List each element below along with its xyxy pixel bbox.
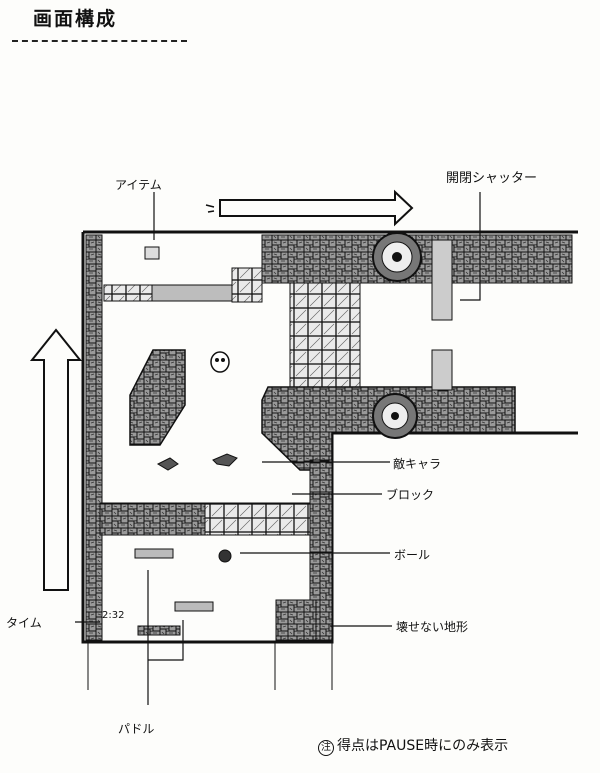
indestructible-terrain xyxy=(275,599,317,641)
label-indestructible-terrain: 壊せない地形 xyxy=(396,620,469,634)
title-underline xyxy=(12,40,187,42)
footnote-text: 得点はPAUSE時にのみ表示 xyxy=(337,738,509,754)
gear-icon xyxy=(372,232,422,439)
label-paddle: パドル xyxy=(118,722,155,736)
item-icon xyxy=(144,246,160,260)
paddle xyxy=(134,548,174,559)
label-block: ブロック xyxy=(386,488,435,502)
footnote: 注得点はPAUSE時にのみ表示 xyxy=(318,735,508,756)
leader-lines xyxy=(75,192,481,705)
note-mark: 注 xyxy=(318,740,334,756)
paddle xyxy=(137,625,181,636)
ball-icon xyxy=(218,549,232,563)
arrow-right-icon xyxy=(219,189,414,227)
label-ball: ボール xyxy=(394,548,431,562)
diagonal-wall xyxy=(129,349,186,446)
block-row xyxy=(204,502,311,536)
paddle xyxy=(174,601,214,612)
right-wall xyxy=(309,459,333,641)
label-shutter: 開閉シャッター xyxy=(446,171,538,186)
shutter xyxy=(431,239,453,321)
page-title: 画面構成 xyxy=(33,8,118,30)
time-display: 2:32 xyxy=(102,610,125,621)
left-wall xyxy=(85,234,103,641)
label-item: アイテム xyxy=(115,178,162,192)
bird-icon xyxy=(156,453,238,471)
block-column xyxy=(289,282,361,388)
label-time: タイム xyxy=(6,616,42,630)
skull-icon xyxy=(210,351,230,373)
playfield xyxy=(81,230,578,644)
arrow-up-icon xyxy=(29,328,83,591)
label-enemy: 敵キャラ xyxy=(393,457,442,471)
middle-wall xyxy=(99,502,206,536)
